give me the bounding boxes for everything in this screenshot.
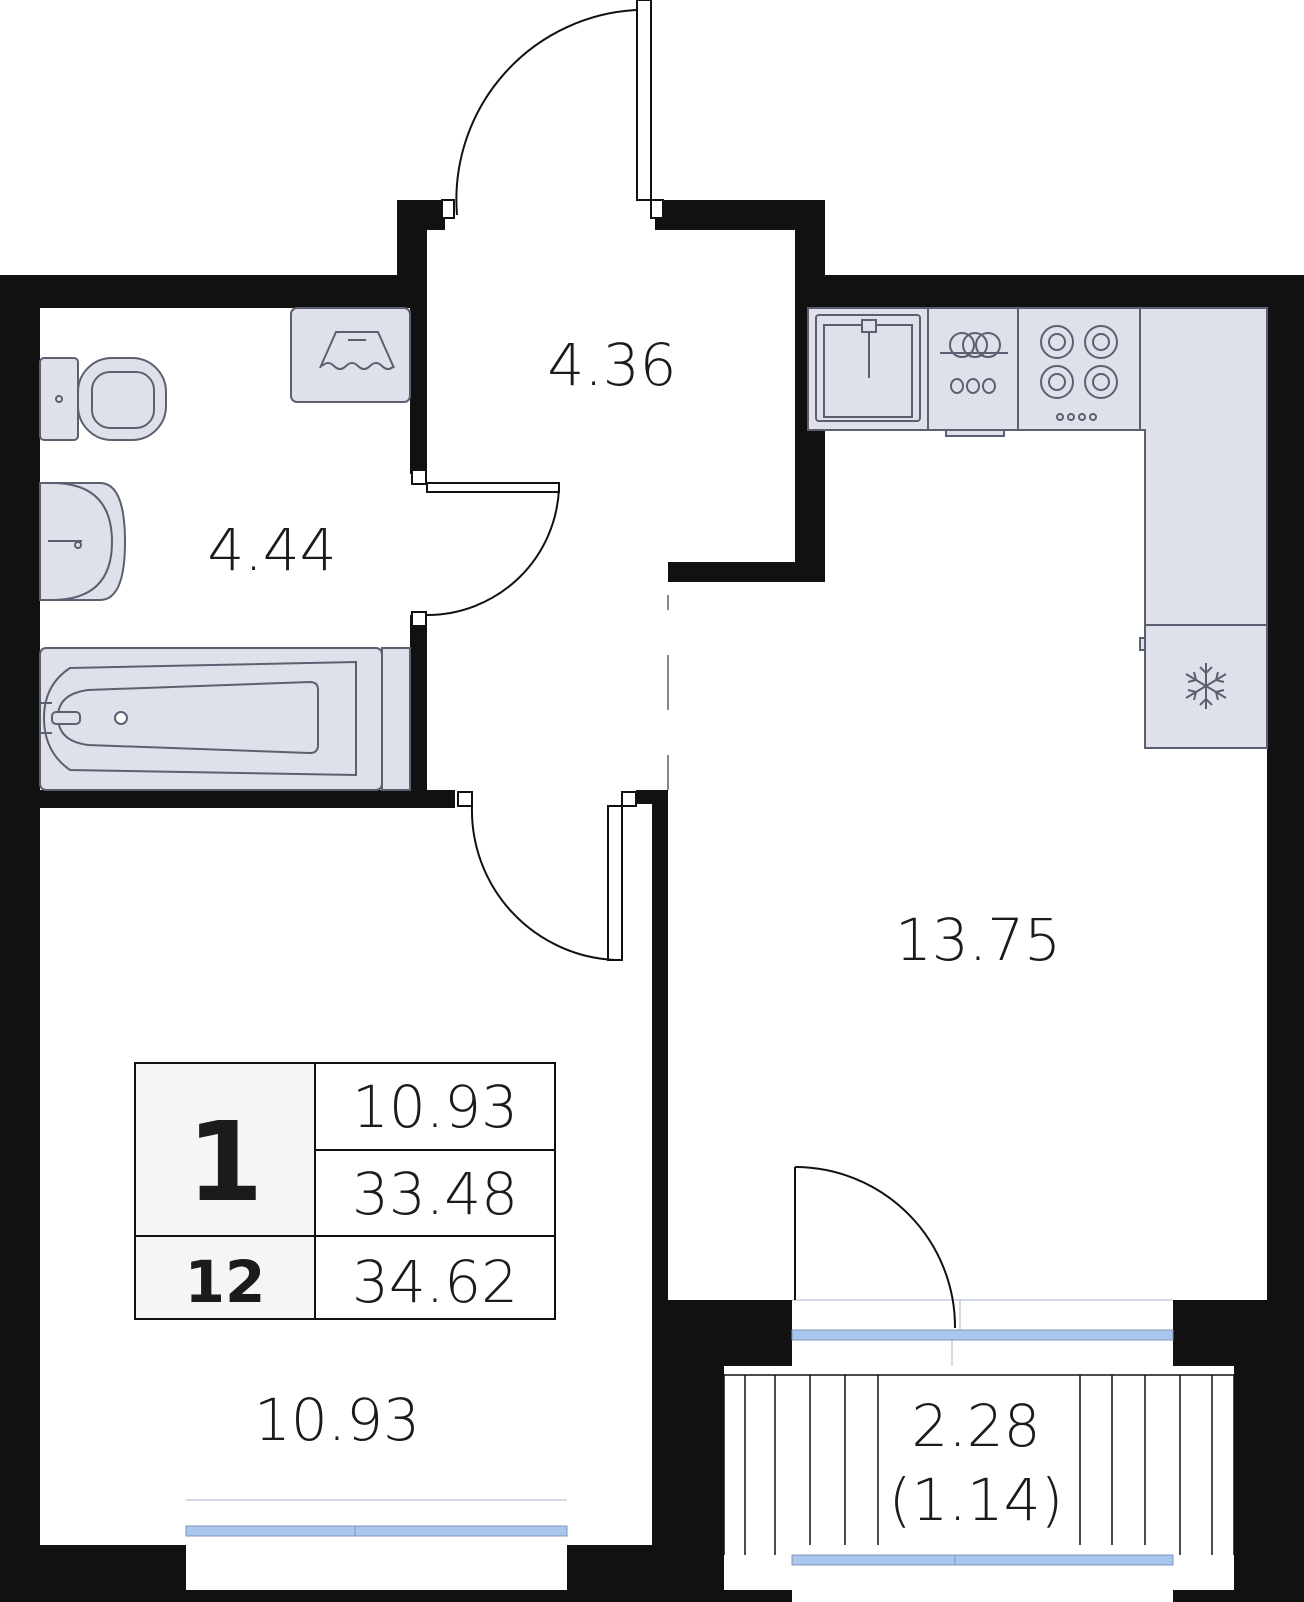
cooktop-icon [1040,325,1118,421]
legend-rooms-count: 1 [187,1098,264,1226]
room-area-bathroom: 4.44 [207,516,336,584]
kitchen-fixtures [807,307,1268,749]
legend-box: 1 12 10.93 33.48 34.62 [134,1062,556,1320]
bedroom-door [457,791,637,961]
balcony-door [791,1166,1174,1366]
legend-living-area: 10.93 [352,1073,518,1141]
room-area-hall: 4.36 [547,331,676,399]
snowflake-icon [1185,663,1227,709]
room-area-balcony: 2.28 [911,1392,1040,1460]
washing-machine-icon [290,307,411,403]
room-labels: 4.36 4.44 13.75 10.93 2.28 (1.14) [207,331,1063,1534]
legend-floor: 12 [185,1248,266,1316]
legend-total-with-balcony: 34.62 [352,1248,518,1316]
legend-total-area: 33.48 [352,1160,518,1228]
dishwasher-icon [927,307,1019,431]
room-area-balcony-reduced: (1.14) [889,1466,1063,1534]
bathroom-fixtures [39,307,411,791]
room-area-bedroom: 10.93 [254,1386,420,1454]
room-area-kitchen-living: 13.75 [895,906,1061,974]
bathroom-door [411,469,560,627]
entrance-door [441,0,664,219]
balcony [723,1366,1235,1602]
sink-icon [39,482,127,601]
window-bedroom [185,1499,568,1590]
